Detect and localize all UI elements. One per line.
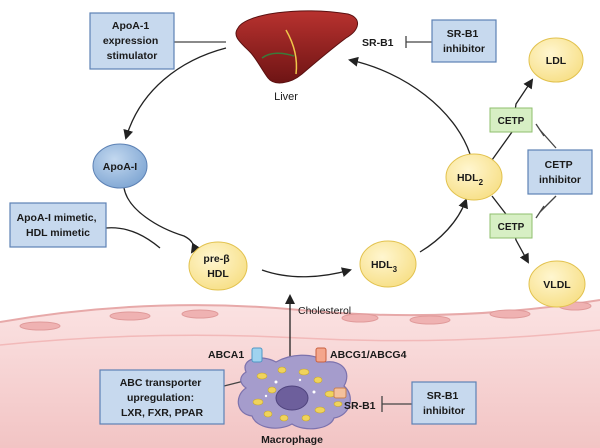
svg-text:SR-B1 inhibitor: SR-B1 inhibitor bbox=[443, 28, 485, 55]
hdl3-node: HDL3 bbox=[359, 240, 417, 288]
svg-text:pre-β HDL: pre-β HDL bbox=[203, 253, 232, 280]
srb1-macrophage-label: SR-B1 bbox=[344, 400, 376, 412]
vldl-node: VLDL bbox=[528, 260, 586, 308]
abc-upregulation-box: ABC transporter upregulation: LXR, FXR, … bbox=[99, 369, 225, 425]
cetp-bottom-box: CETP bbox=[489, 213, 533, 239]
svg-text:ABC transporter upregula: ABC transporter upregulation: LXR, FXR, … bbox=[120, 377, 205, 419]
svg-text:SR-B1 inhibitor: SR-B1 inhibitor bbox=[423, 390, 465, 417]
abca1-transporter bbox=[251, 347, 263, 363]
abcg-transporter bbox=[315, 347, 327, 363]
svg-text:CETP: CETP bbox=[498, 222, 525, 233]
arrow-liver-to-apoa1 bbox=[123, 47, 227, 140]
srb1-inhibitor-top-box: SR-B1 inhibitor bbox=[431, 19, 497, 63]
arrow-prebeta-to-hdl3 bbox=[261, 267, 352, 278]
abca1-label: ABCA1 bbox=[208, 349, 244, 361]
svg-text:CETP inhibitor: CETP inhibitor bbox=[539, 159, 581, 186]
apoa1-node: ApoA-I bbox=[92, 143, 148, 189]
pre-beta-hdl-node: pre-β HDL bbox=[188, 241, 248, 291]
connector-cetp-inhibitor-bottom bbox=[539, 195, 557, 213]
cetp-inhibitor-box: CETP inhibitor bbox=[527, 149, 593, 195]
srb1-liver-label: SR-B1 bbox=[362, 37, 394, 49]
srb1-inhibitor-bottom-box: SR-B1 inhibitor bbox=[411, 381, 477, 425]
ldl-node: LDL bbox=[528, 37, 584, 83]
liver-label: Liver bbox=[274, 91, 298, 103]
svg-text:LDL: LDL bbox=[546, 55, 567, 67]
svg-text:CETP: CETP bbox=[498, 116, 525, 127]
apoa1-stimulator-box: ApoA-1 expression stimulator bbox=[89, 12, 175, 70]
svg-text:ApoA-1 expression: ApoA-1 expression stimulator bbox=[103, 20, 161, 62]
srb1-macrophage-transporter bbox=[333, 387, 347, 399]
arrow-hdl2-to-liver bbox=[348, 56, 471, 155]
abcg-label: ABCG1/ABCG4 bbox=[330, 349, 407, 361]
svg-text:HDL2: HDL2 bbox=[457, 172, 484, 187]
arrow-hdl3-to-hdl2 bbox=[419, 198, 468, 253]
svg-text:VLDL: VLDL bbox=[543, 279, 571, 291]
macrophage-label: Macrophage bbox=[261, 434, 323, 446]
cholesterol-label: Cholesterol bbox=[298, 305, 351, 317]
arrow-apoa1-to-prebeta bbox=[123, 187, 201, 254]
svg-text:HDL3: HDL3 bbox=[371, 259, 398, 274]
cetp-top-box: CETP bbox=[489, 107, 533, 133]
hdl2-node: HDL2 bbox=[445, 153, 503, 201]
apoa1-mimetic-box: ApoA-I mimetic, HDL mimetic bbox=[9, 202, 107, 248]
svg-text:ApoA-I mimetic, HDL mime: ApoA-I mimetic, HDL mimetic bbox=[17, 212, 100, 239]
arrow-mimetic-to-cycle bbox=[105, 227, 161, 249]
liver-organ bbox=[235, 10, 358, 84]
regulation-connectors bbox=[174, 36, 557, 412]
svg-text:ApoA-I: ApoA-I bbox=[103, 161, 137, 173]
cycle-arrows bbox=[105, 47, 534, 278]
macrophage-cell bbox=[237, 354, 351, 430]
